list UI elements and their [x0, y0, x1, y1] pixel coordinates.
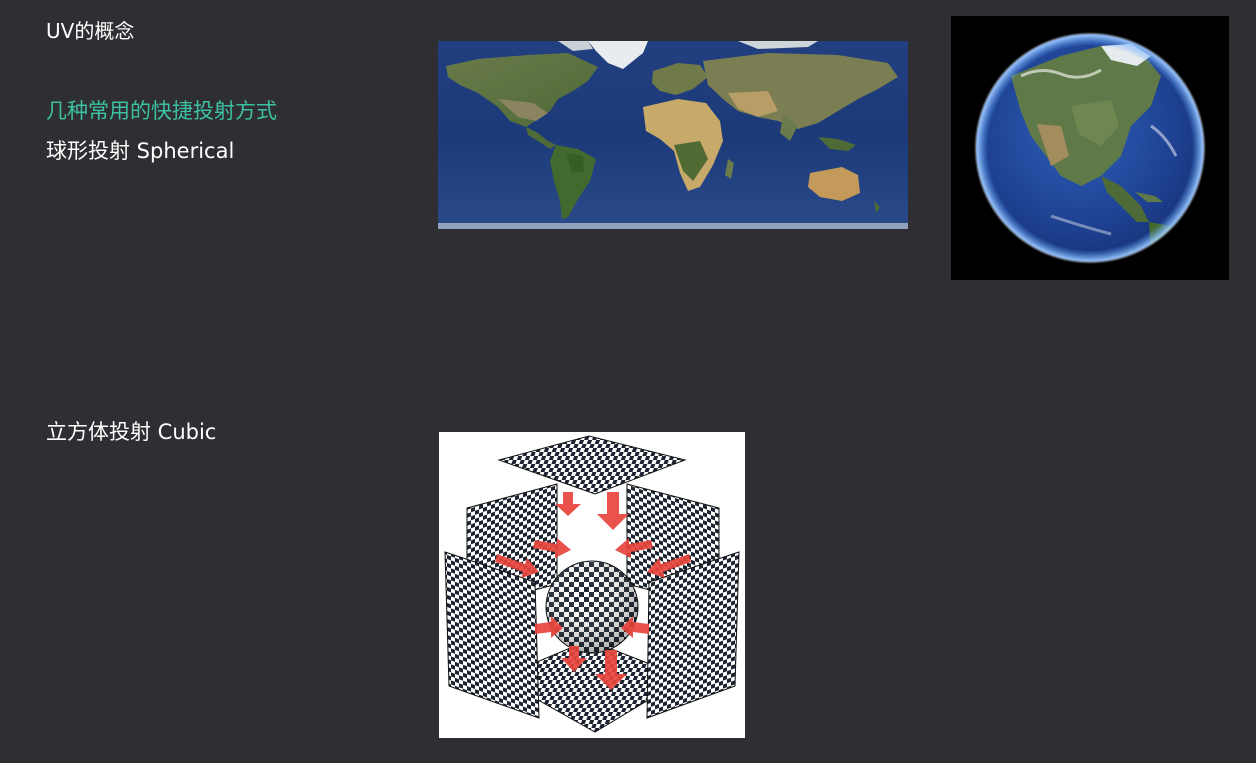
slide-title: UV的概念: [46, 19, 135, 43]
projection-subtitle: 几种常用的快捷投射方式: [46, 99, 277, 123]
world-map-image: [438, 41, 908, 229]
cubic-projection-image: [439, 432, 745, 738]
globe-image: [951, 16, 1229, 280]
spherical-label: 球形投射 Spherical: [46, 139, 235, 163]
cubic-label: 立方体投射 Cubic: [46, 420, 217, 444]
